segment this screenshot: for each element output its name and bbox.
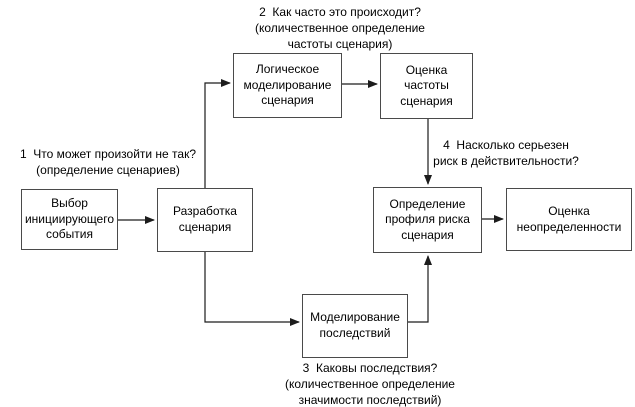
annotation-question-2: 2 Как часто это происходит? (количествен…: [255, 5, 425, 52]
connector-development-to-logical: [204, 79, 231, 188]
connector-development-to-consequence: [204, 252, 300, 326]
node-consequence-modeling: Моделирование последствий: [302, 294, 408, 358]
node-scenario-risk-profile: Определение профиля риска сценария: [373, 187, 482, 253]
annotation-question-4: 4 Насколько серьезен риск в действительн…: [433, 138, 579, 169]
annotation-question-3: 3 Каковы последствия? (количественное оп…: [285, 361, 455, 407]
node-logical-scenario-modeling: Логическое моделирование сценария: [233, 53, 342, 118]
node-initiating-event-selection: Выбор инициирующего события: [21, 189, 118, 250]
node-uncertainty-estimation: Оценка неопределенности: [506, 188, 632, 251]
annotation-question-1: 1 Что может произойти не так? (определен…: [19, 147, 197, 178]
node-scenario-frequency-estimation: Оценка частоты сценария: [380, 53, 473, 119]
node-scenario-development: Разработка сценария: [157, 188, 253, 252]
connector-consequence-to-riskprofile: [408, 255, 432, 323]
